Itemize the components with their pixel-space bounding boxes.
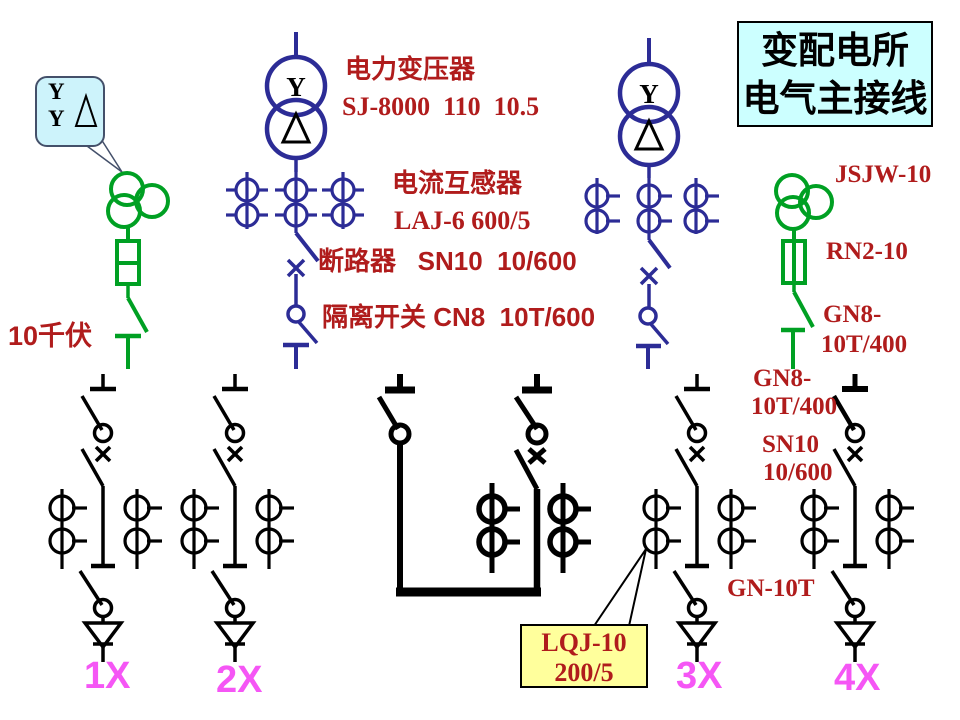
feeder-breaker-model-line2: 10/600 — [763, 459, 833, 486]
outgoing-disconnect-icon — [78, 570, 114, 619]
star-winding-label: Y — [639, 79, 659, 109]
cable-termination-icon — [675, 616, 719, 662]
disconnect-switch-icon — [283, 304, 319, 369]
vt-switch-model-line1: GN8- — [823, 301, 882, 328]
diagram-title-line2: 电气主接线 — [742, 78, 928, 120]
circuit-breaker-icon — [212, 445, 244, 487]
current-transformer-label: 电流互感器 — [392, 168, 523, 198]
left-voltage-transformer-branch — [106, 171, 170, 369]
breaker-label: 断路器 SN10 10/600 — [318, 246, 577, 276]
current-transformer-icon — [48, 489, 162, 569]
disconnect-switch-icon — [832, 394, 866, 444]
disconnect-switch-icon — [781, 283, 815, 369]
current-transformer-icon — [180, 489, 294, 569]
ct-model-note: LQJ-10 200/5 — [520, 624, 648, 688]
fuse-icon — [115, 239, 141, 286]
feeder-breaker-model-line1: SN10 — [762, 431, 819, 458]
current-transformer-model-label: LAJ-6 600/5 — [394, 206, 531, 235]
delta-winding-icon — [74, 92, 98, 127]
power-transformer-model-label: SJ-8000 110 10.5 — [342, 92, 540, 121]
voltage-transformer-icon — [106, 171, 170, 229]
feeder-4-label: 4X — [834, 657, 881, 699]
power-transformer-label: 电力变压器 — [345, 54, 476, 84]
right-voltage-transformer-branch — [774, 173, 834, 369]
disconnect-switch-icon — [80, 395, 114, 444]
ct-model-note-line2: 200/5 — [554, 657, 614, 687]
current-transformer-group-icon — [226, 172, 364, 233]
outgoing-switch-model-label: GN-10T — [727, 575, 815, 602]
tie-current-transformer-icon — [476, 483, 591, 573]
circuit-breaker-icon — [674, 445, 706, 487]
disconnect-switch-icon — [115, 284, 149, 369]
winding-y-bottom: Y — [48, 106, 65, 131]
bus-tie — [376, 374, 591, 597]
disconnect-switch-icon — [636, 306, 670, 369]
winding-callout-bubble: Y Y — [35, 76, 105, 147]
incoming-line-2 — [584, 38, 719, 369]
outgoing-disconnect-icon — [830, 570, 866, 619]
tie-breaker — [513, 447, 547, 596]
bus-voltage-label: 10千伏 — [8, 321, 93, 351]
ct-model-note-line1: LQJ-10 — [541, 628, 627, 657]
incoming-line-1 — [226, 32, 364, 369]
diagram-title: 变配电所 电气主接线 — [737, 21, 933, 127]
fuse-icon — [781, 239, 807, 285]
vt-switch-model-line2: 10T/400 — [821, 331, 908, 358]
disconnect-switch-icon — [674, 395, 708, 444]
circuit-breaker-icon — [286, 231, 320, 306]
feeder-switch-model-line1: GN8- — [753, 365, 812, 392]
note-pointer — [592, 548, 647, 627]
delta-winding-icon — [280, 110, 312, 144]
busbar-section-2 — [494, 364, 897, 374]
current-transformer-icon — [800, 489, 914, 569]
vt-fuse-model-label: RN2-10 — [826, 238, 908, 265]
voltage-transformer-icon — [774, 173, 834, 231]
feeder-1 — [48, 374, 162, 662]
disconnect-switch-icon — [212, 395, 246, 444]
current-transformer-icon — [642, 489, 756, 569]
cable-termination-icon — [81, 616, 125, 662]
feeder-2-label: 2X — [216, 659, 263, 701]
cable-termination-icon — [213, 616, 257, 662]
outgoing-disconnect-icon — [672, 570, 708, 619]
star-winding-label: Y — [286, 72, 306, 102]
busbar-section-1 — [64, 364, 441, 374]
feeder-4 — [800, 374, 914, 662]
current-transformer-group-icon — [584, 178, 719, 240]
feeder-3-label: 3X — [676, 655, 723, 697]
circuit-breaker-icon — [80, 445, 112, 487]
feeder-3 — [642, 374, 756, 662]
outgoing-disconnect-icon — [210, 570, 246, 619]
feeder-switch-model-line2: 10T/400 — [751, 393, 838, 420]
feeder-1-label: 1X — [84, 655, 131, 697]
circuit-breaker-icon — [832, 445, 864, 487]
tie-disconnect-right — [513, 374, 552, 446]
delta-winding-icon — [633, 117, 665, 151]
vt-model-label: JSJW-10 — [835, 161, 932, 188]
circuit-breaker-icon — [639, 238, 672, 308]
feeder-2 — [180, 374, 294, 662]
isolator-label: 隔离开关 CN8 10T/600 — [322, 302, 596, 332]
cable-termination-icon — [833, 616, 877, 662]
tie-disconnect-left — [376, 374, 415, 596]
winding-y-top: Y — [48, 79, 65, 104]
diagram-title-line1: 变配电所 — [761, 30, 909, 71]
